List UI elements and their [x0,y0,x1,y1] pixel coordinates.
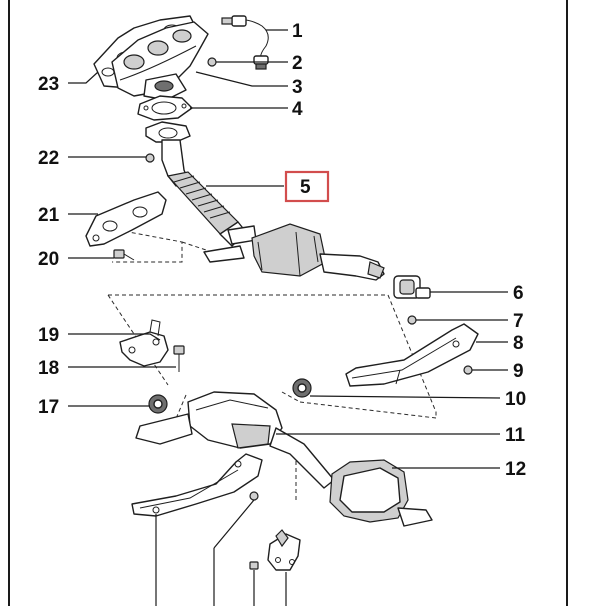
callout-5-highlight-box [284,170,330,203]
part-5-front-exhaust-pipe [145,121,257,263]
assembly-dash-upper [112,229,213,263]
callout-23: 23 [38,74,59,95]
part-12-rear-silencer [329,459,433,527]
part-6-clamp [393,275,431,299]
callout-10: 10 [505,389,526,410]
callout-11: 11 [505,425,526,446]
part-2-nut [207,57,217,67]
callout-5: 5 [300,177,311,198]
callout-19: 19 [38,325,59,346]
callout-12: 12 [505,459,526,480]
part-21-heat-shield-bracket [85,191,167,247]
leader-lines [68,29,508,606]
part-4-flange-gasket [137,95,193,121]
part-20-bolt [113,249,135,261]
callout-1: 1 [292,21,303,42]
part-8-rear-bracket [345,323,479,387]
lower-clamp [267,529,301,571]
part-19-hanger-bracket [119,319,169,367]
callout-2: 2 [292,53,303,74]
callout-22: 22 [38,148,59,169]
part-3-exhaust-manifold [111,21,209,101]
part-9-nut [463,365,473,375]
part-10-rubber-mount [292,378,312,398]
callout-18: 18 [38,358,59,379]
callout-9: 9 [513,361,524,382]
part-1-oxygen-sensor [221,15,269,70]
callout-labels: 1 2 3 4 5 6 7 8 9 10 11 12 17 18 19 20 2… [38,21,526,480]
part-11-middle-silencer [135,391,335,489]
part-7-nut [407,315,417,325]
lower-bolt-head [249,561,259,570]
callout-17: 17 [38,397,59,418]
catalytic-converter [251,223,385,281]
part-22-nut [145,153,155,163]
callout-6: 6 [513,283,524,304]
callout-4: 4 [292,99,303,120]
callout-3: 3 [292,77,303,98]
part-17-rubber-mount [148,394,168,414]
callout-20: 20 [38,249,59,270]
callout-8: 8 [513,333,524,354]
assembly-dash-frame [107,294,437,419]
lower-front-bracket [131,453,263,517]
lower-nut [249,491,259,501]
part-18-bolt [173,345,185,372]
callout-21: 21 [38,205,60,226]
callout-7: 7 [513,311,524,332]
